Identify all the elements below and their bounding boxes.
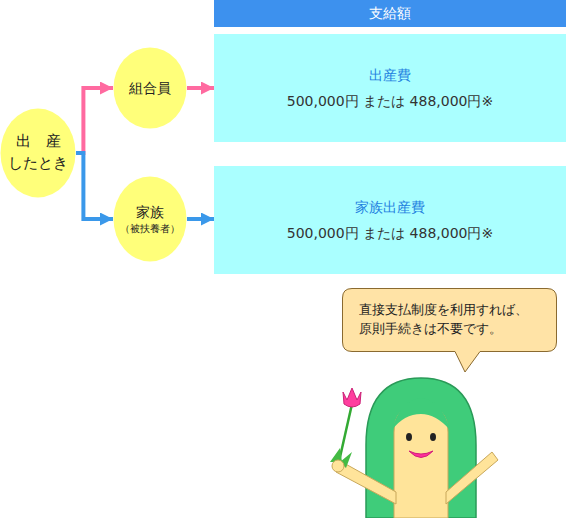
flow-arrow <box>76 88 113 153</box>
benefit-title: 出産費 <box>369 65 411 85</box>
family-note: （被扶養者） <box>120 222 180 237</box>
benefit-amount: 500,000円 または 488,000円※ <box>287 223 493 243</box>
ellipse-shape <box>1 109 76 198</box>
node-content: 家族（被扶養者） <box>113 176 187 262</box>
flow-arrow <box>187 86 214 90</box>
speech-bubble-outline <box>342 288 557 352</box>
node-content: 支給額 <box>214 0 566 27</box>
member-circle: 組合員 <box>113 47 187 129</box>
ellipse-shape <box>114 177 187 262</box>
ellipse-shape <box>114 48 187 129</box>
flow-arrow <box>187 217 214 221</box>
header-band: 支給額 <box>214 0 566 27</box>
event-circle-outline <box>0 108 76 198</box>
benefit-title: 家族出産費 <box>355 197 425 217</box>
node-content: 組合員 <box>113 47 187 129</box>
speech-bubble: 直接支払制度を利用すれば、 原則手続きは不要です。 <box>342 288 557 352</box>
node-content: 家族出産費 500,000円 または 488,000円※ <box>214 166 566 274</box>
benefit-box: 出産費 500,000円 または 488,000円※ <box>214 34 566 142</box>
benefit-box: 家族出産費 500,000円 または 488,000円※ <box>214 166 566 274</box>
member-label: 組合員 <box>129 78 171 98</box>
node-content: 出 産 したとき <box>0 108 76 198</box>
family-label: 家族 <box>136 202 164 222</box>
node-content: 出産費 500,000円 または 488,000円※ <box>214 34 566 142</box>
event-label: 出 産 したとき <box>6 131 70 175</box>
family-circle: 家族（被扶養者） <box>113 176 187 262</box>
header-text: 支給額 <box>369 3 411 23</box>
event-circle: 出 産 したとき <box>0 108 76 198</box>
bubble-text: 直接支払制度を利用すれば、 原則手続きは不要です。 <box>359 301 549 339</box>
flow-arrow <box>76 153 113 219</box>
node-content: 直接支払制度を利用すれば、 原則手続きは不要です。 <box>342 288 557 352</box>
bubble-shape <box>343 289 557 373</box>
benefit-amount: 500,000円 または 488,000円※ <box>287 91 493 111</box>
